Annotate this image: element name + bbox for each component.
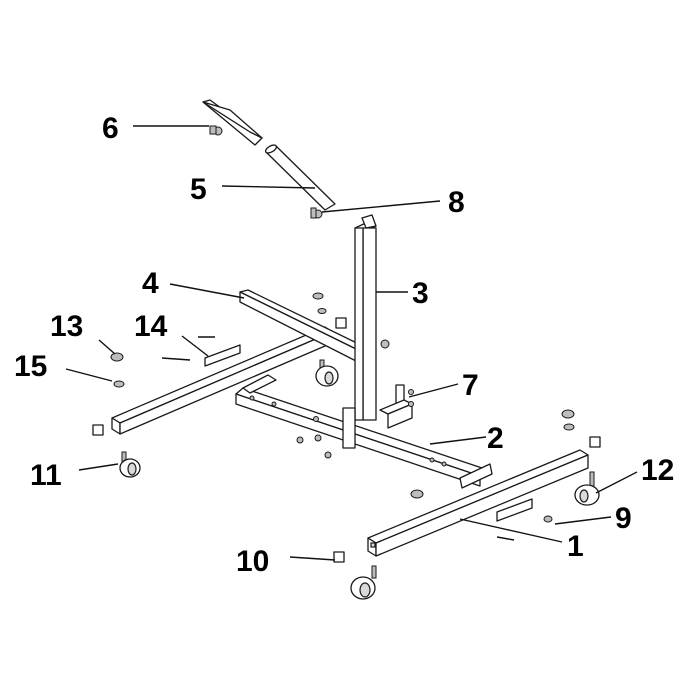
caster-front — [350, 565, 377, 600]
part-6-head — [202, 99, 263, 146]
callout-3: 3 — [412, 277, 429, 310]
callout-7: 7 — [462, 369, 479, 402]
part-3-mast — [342, 214, 377, 449]
part-15-washer — [113, 380, 125, 388]
part-10-end-cap — [333, 551, 345, 563]
part-11-caster-left — [119, 451, 141, 478]
part-7-bracket — [379, 384, 414, 429]
callout-2: 2 — [487, 422, 504, 455]
callout-9: 9 — [615, 502, 632, 535]
part-13-nut — [110, 352, 124, 362]
left-base-leg — [111, 326, 333, 435]
part-8-knob — [310, 207, 323, 219]
callout-5: 5 — [190, 173, 207, 206]
callout-11: 11 — [30, 459, 62, 492]
part-2-long-bar — [235, 374, 493, 489]
callout-8: 8 — [448, 186, 465, 219]
callout-10: 10 — [236, 545, 269, 578]
end-caps — [92, 317, 601, 563]
leader-lines — [65, 125, 638, 561]
part-9-bolt — [543, 515, 553, 523]
callout-12: 12 — [641, 454, 674, 487]
part-12-caster-right — [574, 471, 600, 506]
part-5-tube — [264, 144, 336, 211]
callout-6: 6 — [102, 112, 119, 145]
hardware — [110, 292, 575, 541]
callout-1: 1 — [567, 530, 584, 563]
callout-14: 14 — [134, 310, 168, 343]
callout-4: 4 — [142, 267, 159, 300]
callout-13: 13 — [50, 310, 83, 343]
part-14-plate — [204, 344, 533, 522]
part-1-front-leg — [367, 449, 589, 557]
caster-center — [315, 359, 339, 387]
callout-labels: 1 2 3 4 5 6 7 8 9 10 11 12 13 14 15 — [14, 112, 674, 578]
callout-15: 15 — [14, 350, 47, 383]
